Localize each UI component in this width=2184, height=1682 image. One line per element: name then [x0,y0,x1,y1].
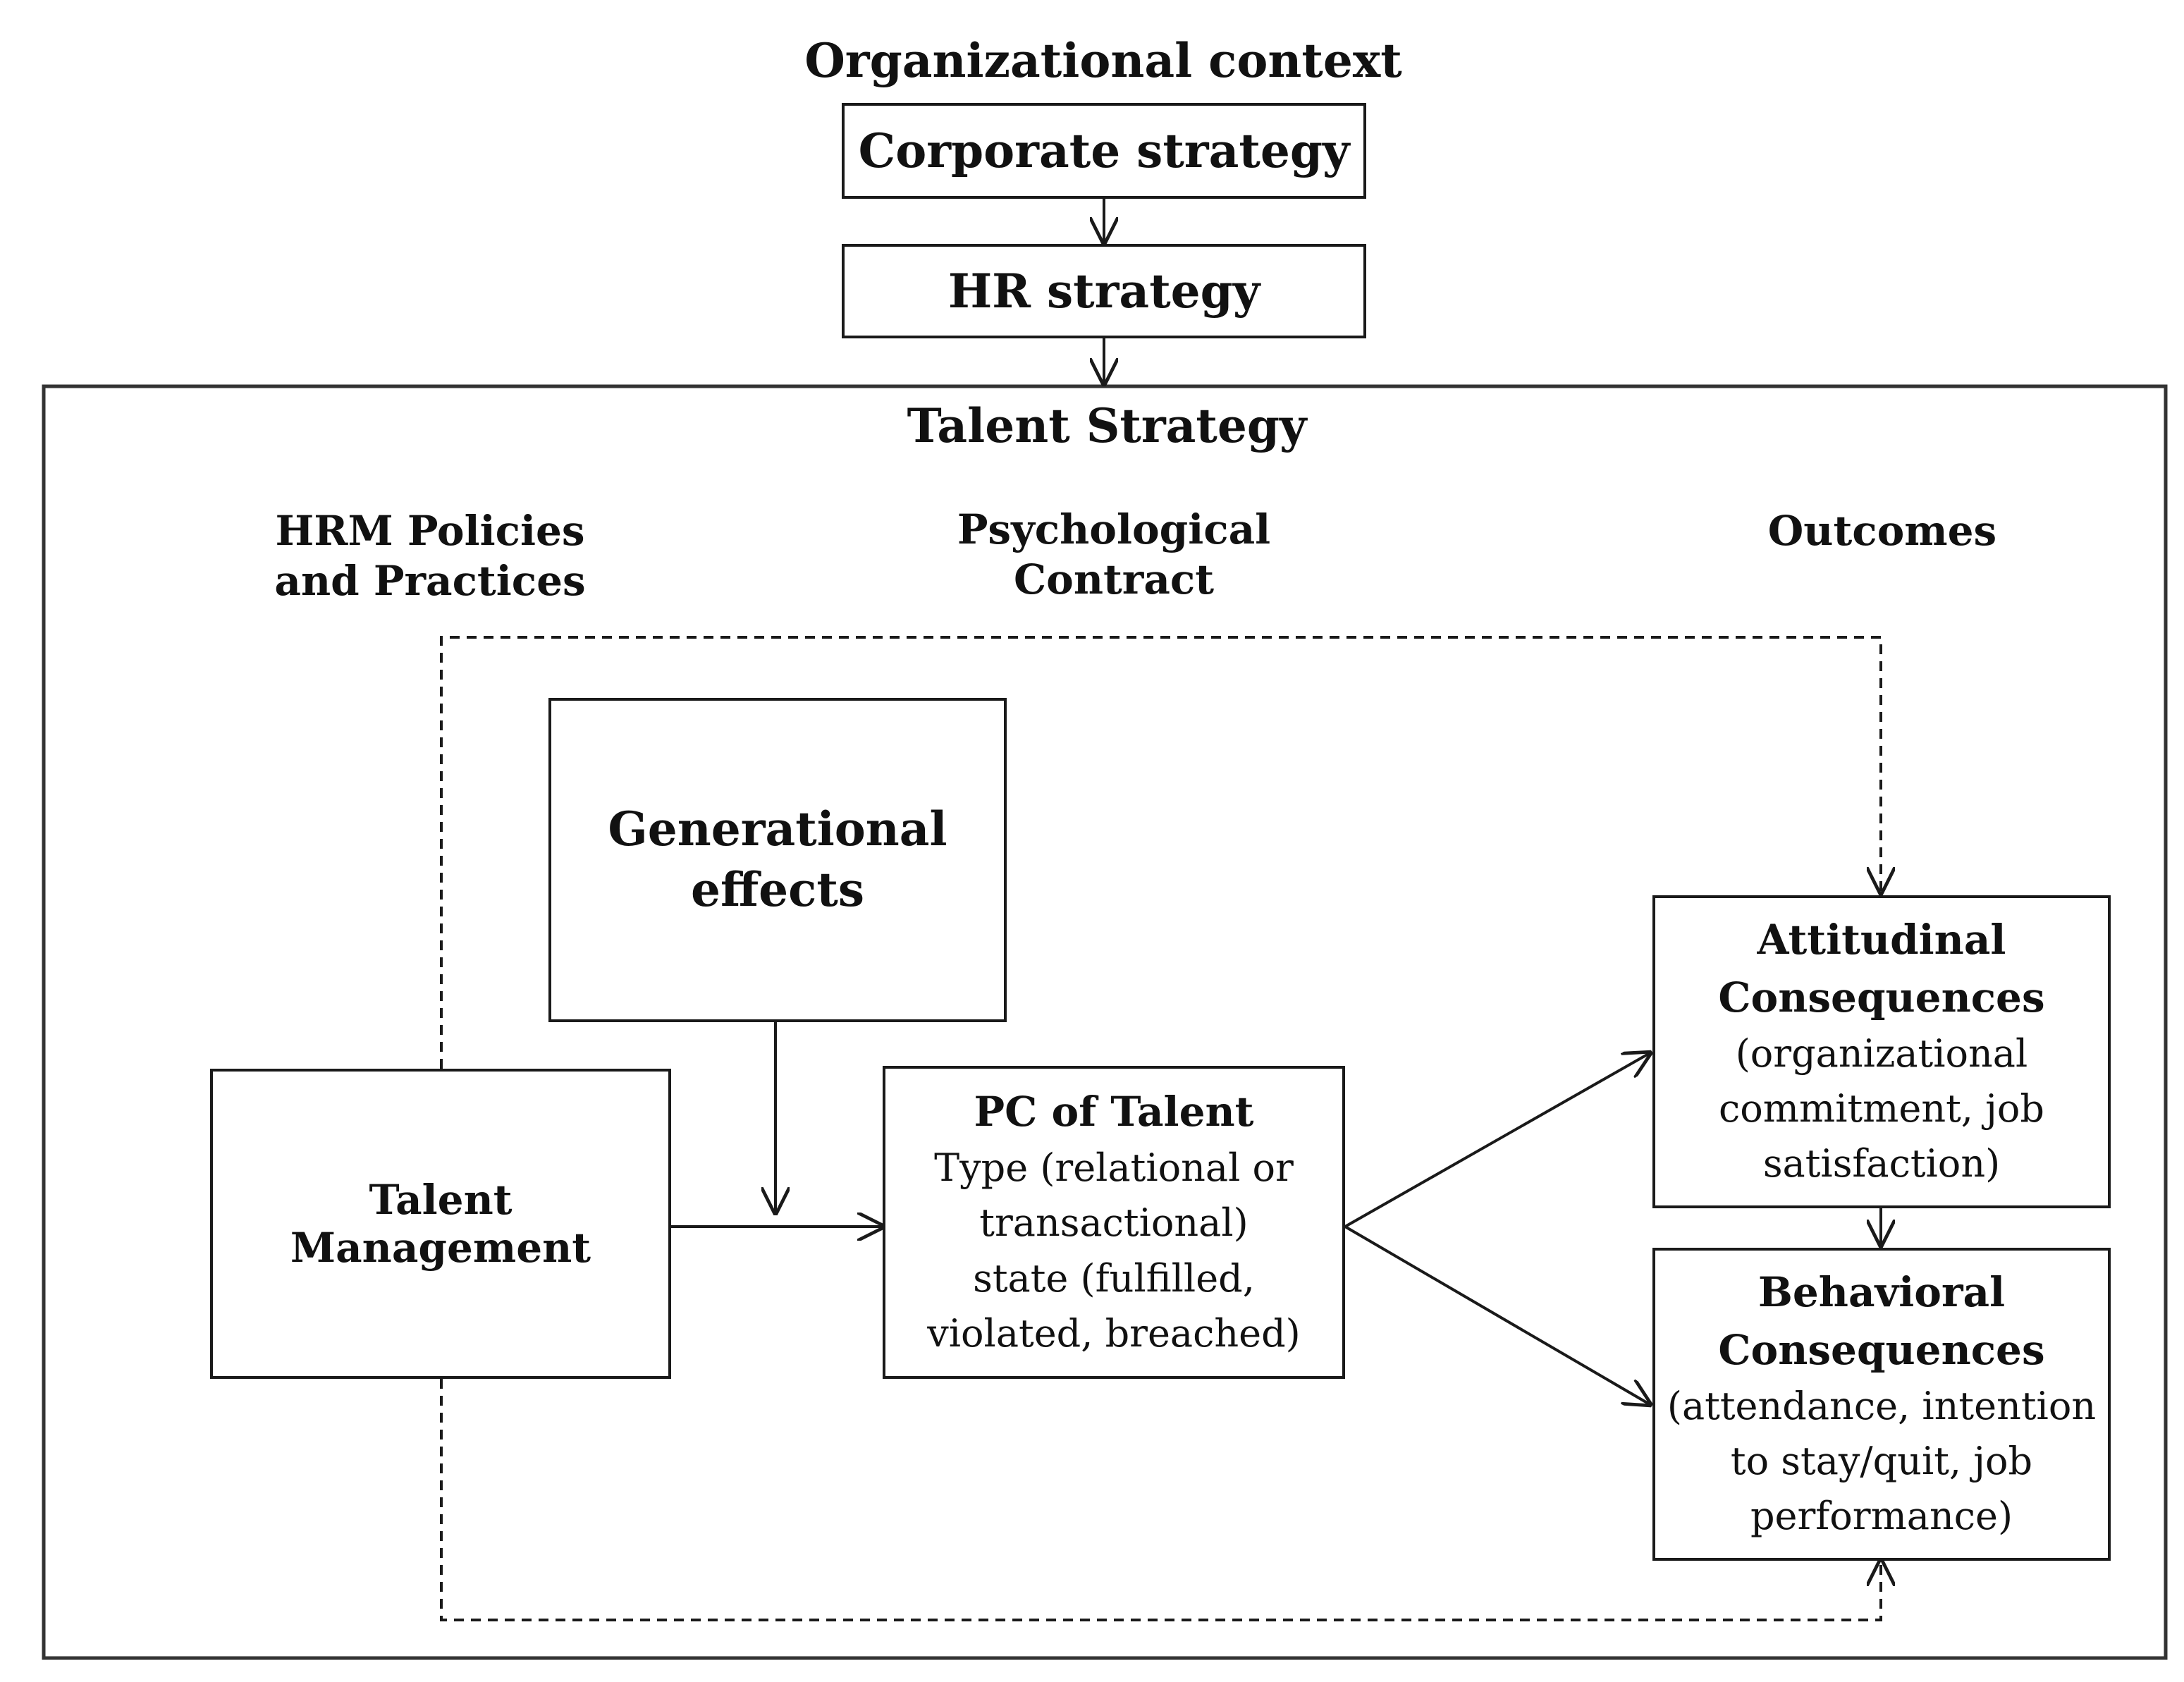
generational-effects-line-2: effects [691,862,864,917]
behavioral-detail-1: (attendance, intention [1667,1383,2097,1428]
organizational-context-title: Organizational context [804,33,1402,88]
outcomes-header: Outcomes [1767,507,1997,555]
attitudinal-title-2: Consequences [1718,973,2045,1021]
generational-effects-box: Generational effects [548,698,1007,1022]
behavioral-title-1: Behavioral [1757,1268,2006,1317]
behavioral-title-2: Consequences [1718,1325,2045,1374]
pc-state-line-2: violated, breached) [927,1310,1301,1356]
attitudinal-detail-2: commitment, job [1719,1086,2044,1131]
psychological-contract-header: Psychological Contract [957,505,1271,603]
talent-strategy-frame [42,384,2168,1660]
arrow-pc-to-attitudinal [1344,1053,1650,1228]
talent-management-label: Talent Management [290,1176,591,1272]
behavioral-consequences-box: Behavioral Consequences (attendance, int… [1652,1248,2111,1561]
attitudinal-title-1: Attitudinal [1757,916,2006,964]
behavioral-detail-2: to stay/quit, job [1730,1439,2033,1484]
hr-strategy-box: HR strategy [842,244,1366,338]
pc-of-talent-title: PC of Talent [974,1087,1254,1136]
arrow-pc-to-behavioral [1344,1225,1650,1404]
talent-strategy-label: Talent Strategy [907,398,1307,453]
dashed-link-to-attitudinal [440,636,1881,1069]
pc-of-talent-box: PC of Talent Type (relational or transac… [883,1066,1345,1379]
pc-type-line-2: transactional) [979,1201,1249,1246]
dashed-link-to-behavioral [440,1379,1881,1621]
pc-state-line-1: state (fulfilled, [973,1256,1255,1301]
talent-management-box: Talent Management [210,1069,671,1379]
corporate-strategy-label: Corporate strategy [858,123,1350,178]
attitudinal-consequences-box: Attitudinal Consequences (organizational… [1652,895,2111,1208]
generational-effects-line-1: Generational [608,802,947,857]
behavioral-detail-3: performance) [1750,1494,2013,1539]
hr-strategy-label: HR strategy [947,264,1260,319]
attitudinal-detail-3: satisfaction) [1762,1141,2001,1186]
pc-type-line-1: Type (relational or [934,1146,1294,1190]
hrm-policies-header: HRM Policies and Practices [274,507,586,605]
corporate-strategy-box: Corporate strategy [842,103,1366,199]
attitudinal-detail-1: (organizational [1735,1031,2028,1076]
